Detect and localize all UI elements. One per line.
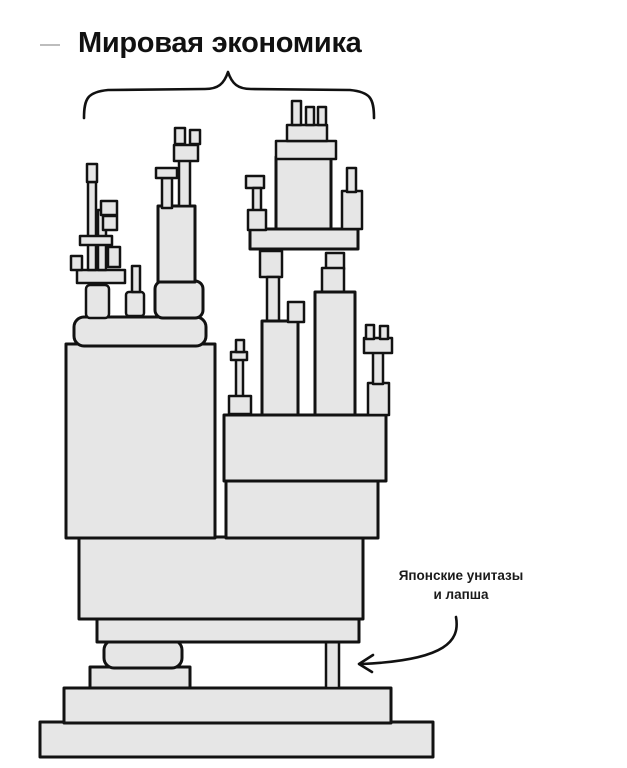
center-left-top-block — [172, 143, 200, 163]
base-block-bottom — [38, 720, 435, 759]
left-knob-right — [106, 245, 122, 269]
right-side-knob-top — [244, 174, 266, 190]
left-tiny-post — [124, 290, 146, 318]
center-left-top-nub-2 — [188, 128, 202, 146]
far-right-base — [366, 381, 391, 417]
far-right-cap — [362, 336, 394, 355]
mid-tower-right — [313, 290, 357, 417]
left-small-plate — [75, 268, 127, 285]
left-slab — [72, 315, 208, 348]
center-left-cap — [154, 166, 179, 180]
right-lower-block — [224, 478, 380, 540]
center-left-base — [153, 279, 205, 320]
annotation-label: Японские унитазы и лапша — [366, 566, 556, 604]
right-upper-block — [222, 413, 388, 483]
right-top-nub-2 — [304, 105, 316, 127]
mid-small-knob-b — [286, 300, 306, 324]
diagram-title: Мировая экономика — [78, 27, 362, 59]
right-far-block — [340, 189, 364, 231]
mid-small-stick-a — [265, 275, 281, 324]
far-right-stick — [371, 350, 385, 386]
left-stick-cap — [85, 162, 99, 184]
left-knob-stack-2 — [101, 214, 119, 232]
far-right-nub-1 — [364, 323, 376, 341]
left-tiny-knob — [69, 254, 84, 272]
right-top-block — [274, 155, 333, 231]
small-block-left-base — [88, 665, 192, 690]
right-top-nub-3 — [316, 105, 328, 127]
right-top-cap — [274, 139, 338, 161]
curly-brace — [82, 70, 376, 120]
annotation-line-2: и лапша — [433, 587, 489, 602]
mid-small-knob-a — [258, 249, 284, 279]
center-left-neck — [160, 176, 174, 210]
center-left-stick — [177, 158, 192, 208]
mid-left-post-base — [227, 394, 253, 416]
japanese-pillar — [324, 638, 341, 690]
mid-left-post-knob — [234, 338, 246, 354]
left-crossbar — [78, 234, 114, 247]
left-knob-stack-1 — [99, 199, 119, 217]
annotation-arrow — [360, 615, 458, 666]
left-small-base — [84, 283, 111, 320]
annotation-line-1: Японские унитазы — [398, 568, 524, 583]
right-far-stick — [345, 166, 358, 194]
round-block-left — [102, 638, 184, 670]
left-stick-1 — [86, 180, 98, 272]
base-block-lower — [62, 686, 393, 725]
right-side-stick — [251, 186, 263, 214]
annotation-arrowhead — [357, 653, 375, 674]
center-left-tower — [156, 204, 197, 284]
right-side-knob-bottom — [246, 208, 268, 232]
mid-tower-left — [260, 319, 300, 417]
title-dash — [40, 44, 60, 46]
main-large-block — [77, 535, 365, 621]
left-tall-block — [64, 342, 217, 540]
right-top-plate — [285, 123, 329, 143]
far-right-nub-2 — [378, 324, 390, 341]
center-left-top-nub-1 — [173, 126, 187, 146]
right-top-nub-1 — [290, 99, 303, 127]
mid-small-knob-c — [324, 251, 346, 271]
right-crossbeam — [248, 227, 360, 251]
slab-under-main — [95, 616, 361, 644]
left-tiny-post-stick — [130, 264, 142, 294]
mid-small-block-d — [320, 266, 346, 294]
